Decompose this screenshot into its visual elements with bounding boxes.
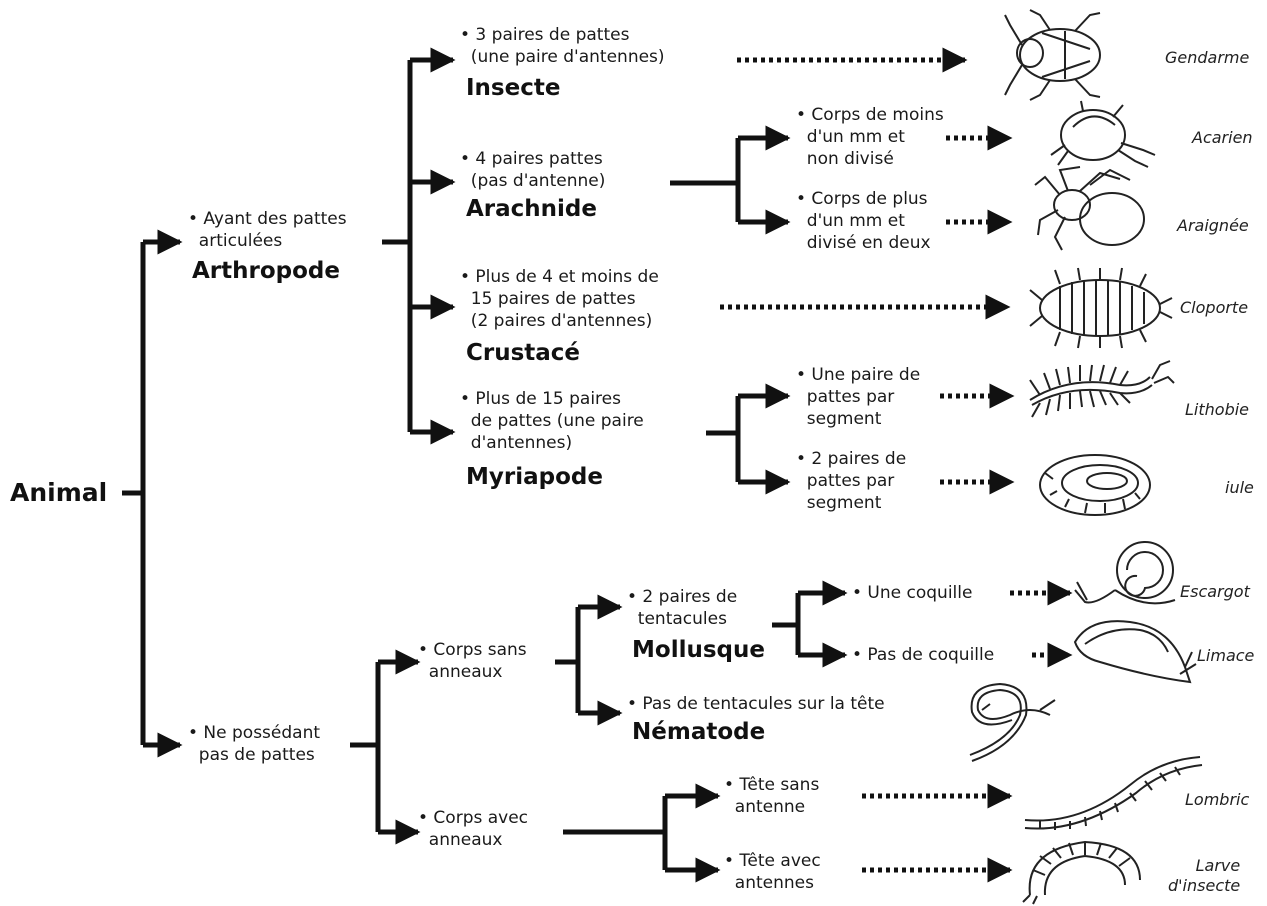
- iule-species-label: iule: [1225, 478, 1254, 497]
- earthworm-icon: [1024, 756, 1203, 830]
- spider-icon: [1034, 166, 1145, 251]
- lithobie-criterion: • Une paire de pattes par segment: [796, 365, 921, 429]
- mollusque-group-label: Mollusque: [632, 637, 765, 663]
- sans-anneaux-criterion: • Corps sans anneaux: [418, 640, 527, 682]
- arthropod-criterion: • Ayant des pattes articulées: [188, 209, 347, 251]
- millipede-icon: [1039, 454, 1151, 516]
- root-label: Animal: [10, 478, 108, 507]
- lombric-criterion: • Tête sans antenne: [724, 775, 820, 817]
- lithobie-species-label: Lithobie: [1185, 400, 1250, 419]
- beetle-icon: [1004, 9, 1101, 101]
- larva-icon: [1022, 840, 1141, 905]
- mollusque-criterion: • 2 paires de tentacules: [627, 587, 738, 629]
- gendarme-species-label: Gendarme: [1165, 48, 1250, 67]
- insecte-group-label: Insecte: [466, 75, 561, 101]
- mite-icon: [1050, 100, 1156, 168]
- arachnide-group-label: Arachnide: [466, 196, 597, 222]
- larve-criterion: • Tête avec antennes: [724, 851, 821, 893]
- nematode-group-label: Nématode: [632, 719, 766, 745]
- crustace-group-label: Crustacé: [466, 340, 581, 366]
- acarien-species-label: Acarien: [1192, 128, 1253, 147]
- limace-species-label: Limace: [1197, 646, 1255, 665]
- nematode-icon: [969, 682, 1056, 762]
- escargot-species-label: Escargot: [1180, 582, 1250, 601]
- slug-icon: [1073, 620, 1197, 684]
- araignee-species-label: Araignée: [1177, 216, 1249, 235]
- crustace-criterion: • Plus de 4 et moins de 15 paires de pat…: [460, 267, 659, 331]
- araignee-criterion: • Corps de plus d'un mm et divisé en deu…: [796, 189, 931, 253]
- woodlouse-icon: [1029, 267, 1173, 349]
- no-legs-criterion: • Ne possédant pas de pattes: [188, 723, 321, 765]
- centipede-icon: [1029, 360, 1175, 418]
- arthropod-group-label: Arthropode: [192, 258, 340, 284]
- myriapode-criterion: • Plus de 15 paires de pattes (une paire…: [460, 389, 644, 453]
- cloporte-species-label: Cloporte: [1180, 298, 1249, 317]
- insecte-criterion: • 3 paires de pattes (une paire d'antenn…: [460, 25, 665, 67]
- lombric-species-label: Lombric: [1185, 790, 1250, 809]
- arachnide-criterion: • 4 paires pattes (pas d'antenne): [460, 149, 606, 191]
- avec-anneaux-criterion: • Corps avec anneaux: [418, 808, 529, 850]
- snail-icon: [1074, 541, 1176, 605]
- nematode-criterion: • Pas de tentacules sur la tête: [627, 694, 885, 714]
- limace-criterion: • Pas de coquille: [852, 645, 995, 665]
- escargot-criterion: • Une coquille: [852, 583, 973, 603]
- acarien-criterion: • Corps de moins d'un mm et non divisé: [796, 105, 944, 169]
- iule-criterion: • 2 paires de pattes par segment: [796, 449, 907, 513]
- myriapode-group-label: Myriapode: [466, 464, 603, 490]
- larve-species-label: Larve d'insecte: [1168, 856, 1241, 895]
